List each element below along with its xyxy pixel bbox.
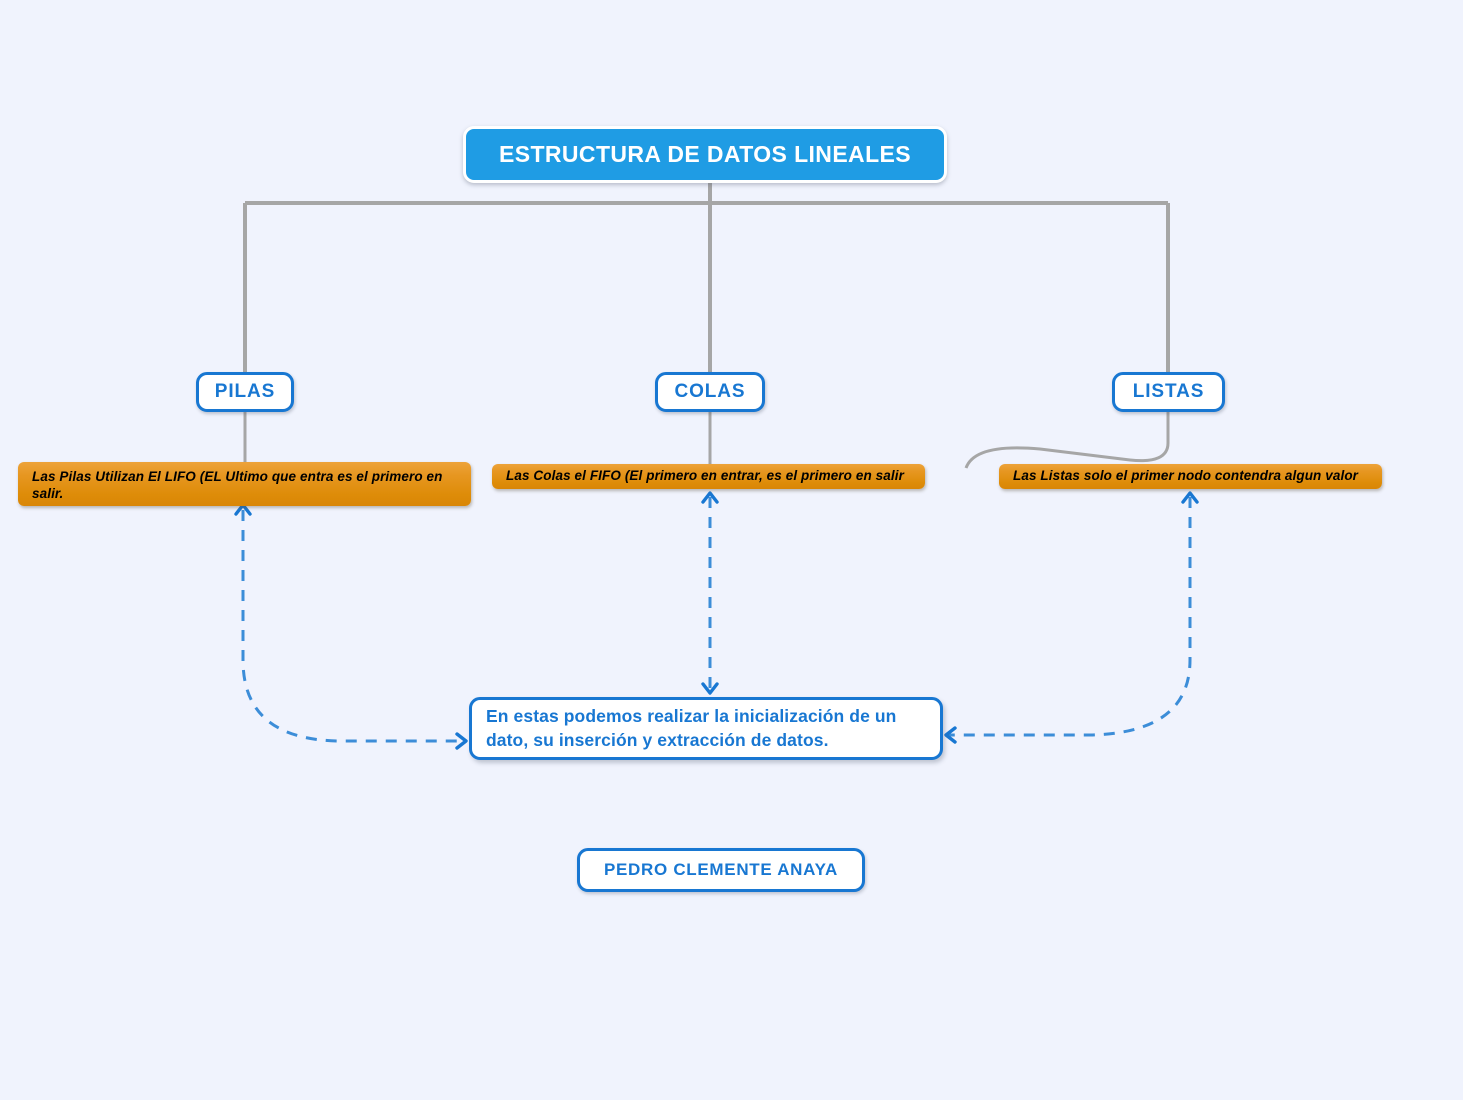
- branch-node-listas[interactable]: LISTAS: [1112, 372, 1225, 412]
- branch-node-colas-label: COLAS: [674, 381, 746, 402]
- note-node-listas-label: Las Listas solo el primer nodo contendra…: [1013, 468, 1359, 484]
- arrowhead-right-pilas: [455, 732, 468, 750]
- note-node-colas-label: Las Colas el FIFO (El primero en entrar,…: [506, 468, 904, 484]
- shared-info-node-label: En estas podemos realizar la inicializac…: [486, 705, 897, 750]
- root-node[interactable]: ESTRUCTURA DE DATOS LINEALES: [463, 126, 947, 183]
- root-node-label: ESTRUCTURA DE DATOS LINEALES: [498, 141, 911, 167]
- arrowhead-up-pilas: [234, 503, 252, 516]
- branch-node-colas[interactable]: COLAS: [655, 372, 765, 412]
- branch-note-connectors: [243, 412, 1170, 469]
- author-node[interactable]: PEDRO CLEMENTE ANAYA: [577, 848, 865, 892]
- shared-info-node[interactable]: En estas podemos realizar la inicializac…: [469, 697, 943, 760]
- note-node-listas[interactable]: Las Listas solo el primer nodo contendra…: [999, 464, 1382, 489]
- link-listas-to-info: [948, 497, 1192, 737]
- arrowhead-down-colas: [701, 682, 719, 695]
- tree-connectors: [243, 183, 1170, 372]
- note-node-colas[interactable]: Las Colas el FIFO (El primero en entrar,…: [492, 464, 925, 489]
- link-pilas-to-info: [241, 510, 464, 743]
- arrowhead-up-colas: [701, 491, 719, 504]
- branch-node-pilas[interactable]: PILAS: [196, 372, 294, 412]
- author-node-label: PEDRO CLEMENTE ANAYA: [603, 860, 839, 879]
- arrowhead-left-listas: [944, 726, 957, 744]
- note-connector-listas: [964, 412, 1170, 469]
- branch-node-pilas-label: PILAS: [214, 381, 276, 402]
- note-node-pilas[interactable]: Las Pilas Utilizan El LIFO (EL Ultimo qu…: [18, 462, 471, 506]
- note-node-pilas-label: Las Pilas Utilizan El LIFO (EL Ultimo qu…: [32, 469, 443, 502]
- branch-node-listas-label: LISTAS: [1132, 381, 1205, 402]
- arrowhead-up-listas: [1181, 491, 1199, 504]
